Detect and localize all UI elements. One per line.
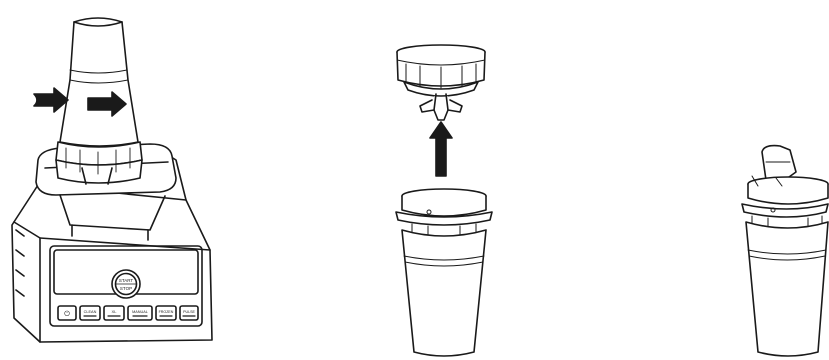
arrow-up-icon [430,122,452,176]
cup-with-spout-lid [742,146,828,356]
cup-with-blade-assembly [396,45,492,356]
xl-label: XL [112,309,118,314]
manual-label: MANUAL [132,310,148,314]
start-stop-button[interactable]: START STOP [112,270,140,298]
start-label: START [119,278,134,283]
open-cup [396,189,492,356]
blade-assembly [397,45,485,120]
spout-lid [748,146,828,204]
stop-label: STOP [120,286,132,291]
clean-label: CLEAN [84,310,97,314]
travel-cup [742,204,828,356]
pulse-label: PULSE [183,310,195,314]
power-icon: ⏻ [64,310,70,318]
frozen-label: FROZEN [159,310,174,314]
blender-with-cup: START STOP ⏻ CLEAN XL [12,18,212,342]
arrow-right-icon [34,88,68,112]
